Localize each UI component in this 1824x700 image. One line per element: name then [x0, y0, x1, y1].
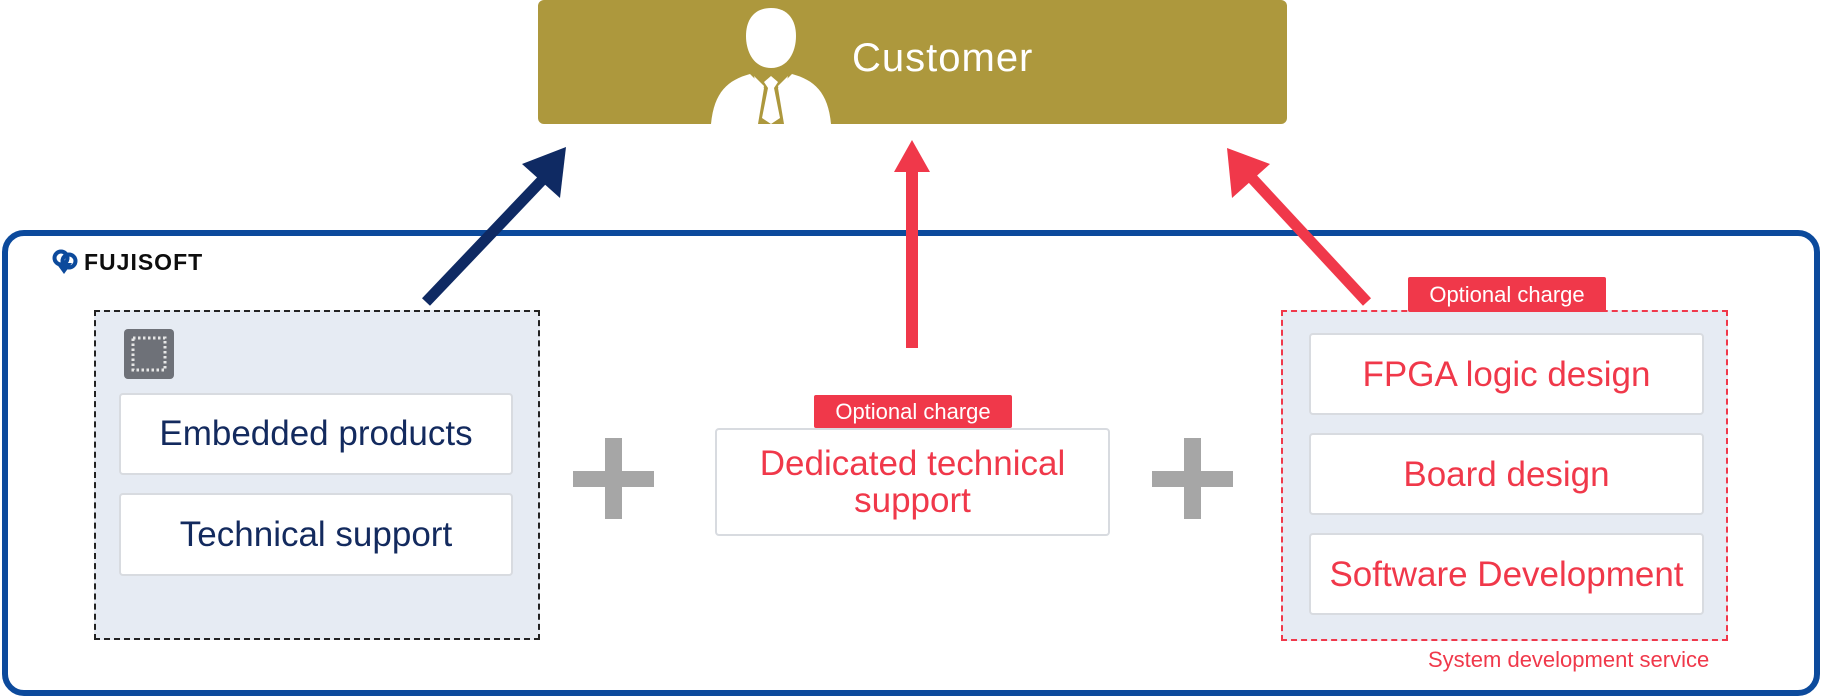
company-name: FUJISOFT — [84, 248, 204, 275]
dedicated-technical-support-card: Dedicated technical support — [715, 428, 1110, 536]
fpga-logic-design-label: FPGA logic design — [1362, 354, 1651, 394]
software-development-card: Software Development — [1309, 533, 1704, 615]
optional-charge-badge: Optional charge — [814, 395, 1012, 428]
plus-icon — [573, 438, 654, 519]
businessman-silhouette-icon — [711, 8, 831, 124]
technical-support-label: Technical support — [179, 514, 453, 554]
optional-charge-badge: Optional charge — [1408, 277, 1606, 312]
software-development-label: Software Development — [1329, 554, 1684, 594]
technical-support-card: Technical support — [119, 493, 513, 576]
board-design-card: Board design — [1309, 433, 1704, 515]
chip-icon — [124, 329, 174, 379]
company-logo: FUJISOFT — [52, 247, 203, 277]
service-caption: System development service — [1428, 647, 1710, 672]
customer-label: Customer — [852, 36, 1034, 80]
plus-icon — [1152, 438, 1233, 519]
board-design-label: Board design — [1403, 454, 1610, 494]
fujisoft-logo-mark — [52, 249, 78, 274]
fpga-logic-design-card: FPGA logic design — [1309, 333, 1704, 415]
embedded-products-card: Embedded products — [119, 393, 513, 475]
dedicated-support-line2: support — [854, 481, 971, 520]
dedicated-support-line1: Dedicated technical — [759, 444, 1066, 483]
embedded-products-label: Embedded products — [159, 414, 473, 453]
customer-box — [538, 0, 1287, 124]
